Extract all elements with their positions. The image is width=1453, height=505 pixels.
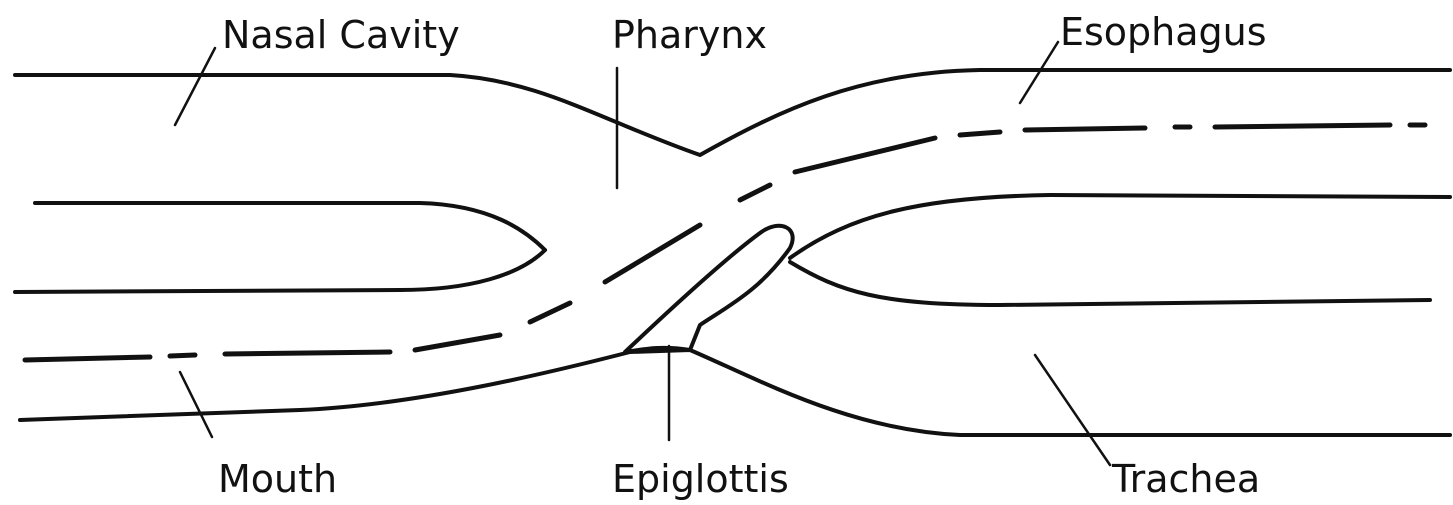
mouth-label: Mouth <box>218 457 337 501</box>
trachea-label: Trachea <box>1111 457 1260 501</box>
epiglottis-label: Epiglottis <box>612 457 789 501</box>
mouth-leader-line <box>180 372 212 437</box>
esophagus-leader-line <box>1020 42 1058 103</box>
palate-upper-line <box>35 203 545 250</box>
epiglottis-flap <box>625 226 793 352</box>
esophagus-lower-wall-line <box>790 195 1450 258</box>
trachea-leader-line <box>1035 355 1110 465</box>
tongue-upper-line <box>15 250 545 292</box>
mouth-floor-line <box>20 350 1450 435</box>
pharynx-label: Pharynx <box>612 13 767 57</box>
trachea-upper-wall-line <box>790 262 1430 305</box>
nasal-cavity-leader-line <box>175 48 215 125</box>
airflow-dashed-path <box>25 125 1425 360</box>
nasal-cavity-roof-line <box>15 70 1450 155</box>
esophagus-label: Esophagus <box>1060 10 1267 54</box>
nasal-cavity-label: Nasal Cavity <box>222 13 460 57</box>
